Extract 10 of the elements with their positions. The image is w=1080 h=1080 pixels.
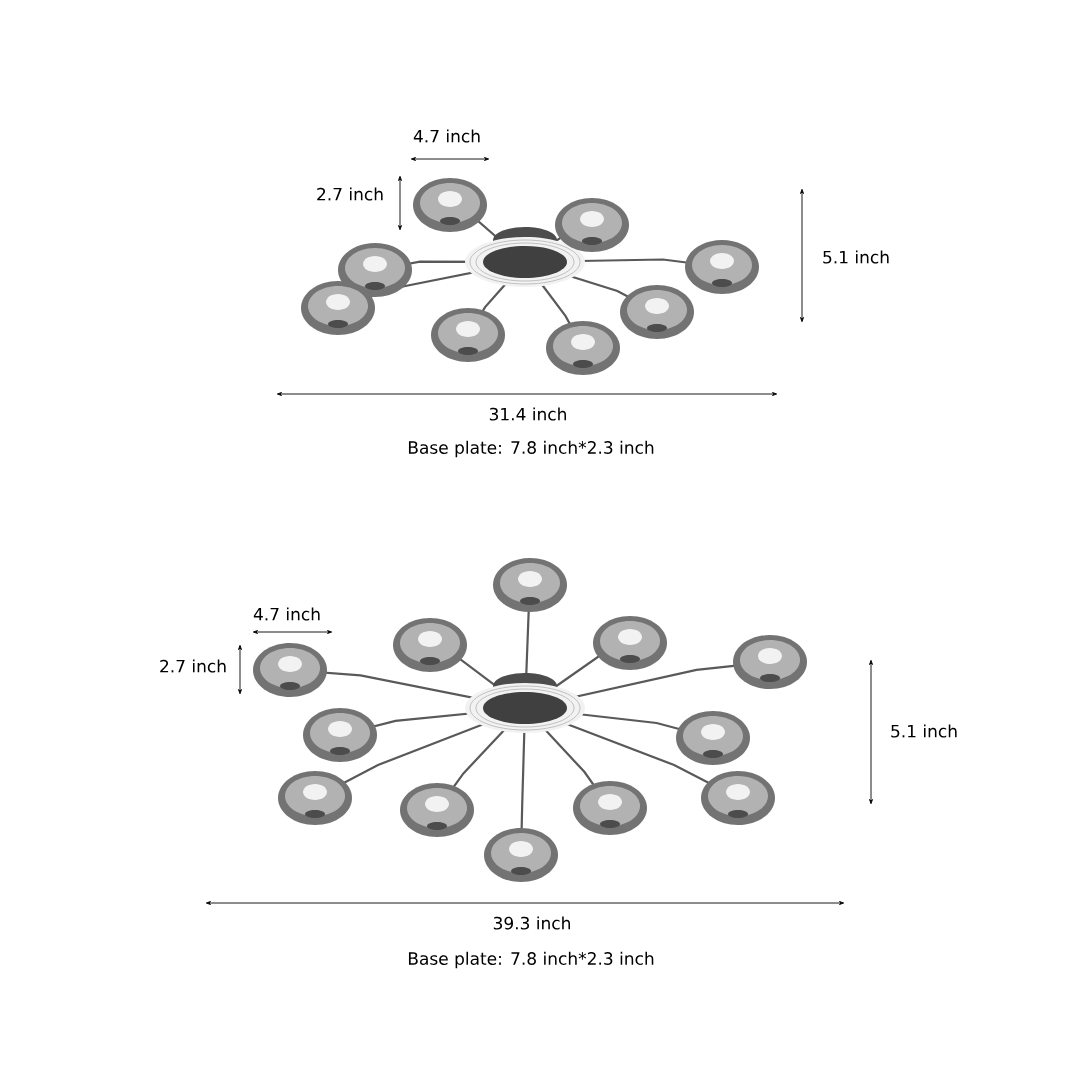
note-text: Base plate: 7.8 inch*2.3 inch (408, 951, 654, 969)
dimension-label: 5.1 inch (891, 724, 957, 738)
dimension-label: 4.7 inch (253, 607, 320, 621)
dimension-label: 39.3 inch (493, 916, 570, 930)
dimension-label: 4.7 inch (413, 129, 480, 143)
note-text: Base plate: 7.8 inch*2.3 inch (408, 440, 654, 458)
dimension-label: 31.4 inch (489, 407, 566, 421)
dimension-label: 5.1 inch (823, 250, 889, 264)
dimension-label: 2.7 inch (317, 187, 383, 201)
dimension-label: 2.7 inch (160, 659, 226, 673)
